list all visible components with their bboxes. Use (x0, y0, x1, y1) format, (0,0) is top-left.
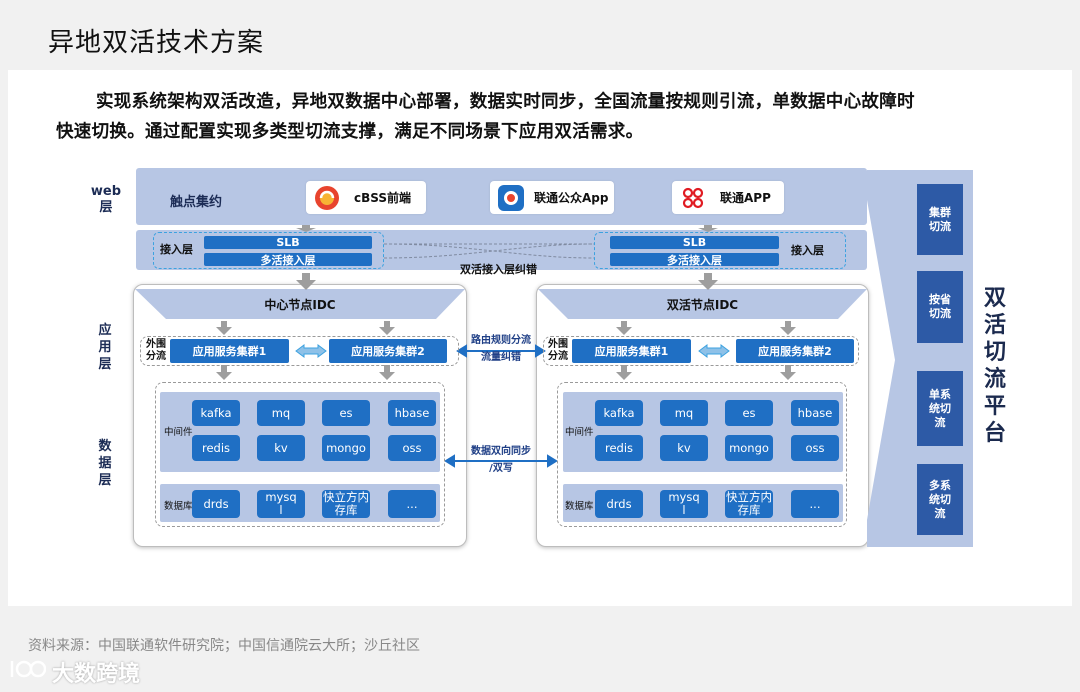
channel-public-app-label: 联通公众App (534, 191, 609, 205)
middleware-right-2[interactable]: es (725, 400, 773, 426)
sync-label: 数据双向同步/双写 (471, 446, 531, 474)
cluster2-left[interactable]: 应用服务集群2 (329, 339, 447, 363)
middleware-right-5[interactable]: kv (660, 435, 708, 461)
multi-access-left[interactable]: 多活接入层 (204, 253, 372, 267)
middleware-left-4[interactable]: redis (192, 435, 240, 461)
routing-label: 路由规则分流流量纠错 (471, 335, 531, 363)
channel-cbss-label: cBSS前端 (354, 191, 412, 205)
middleware-right-6[interactable]: mongo (725, 435, 773, 461)
data-zone-left (155, 382, 445, 527)
database-right-0[interactable]: drds (595, 490, 643, 518)
brand-name: 大数跨境 (52, 662, 141, 687)
platform-cluster-switch[interactable]: 集群切流 (917, 184, 963, 255)
channel-cbss[interactable]: cBSS前端 (306, 181, 426, 214)
brand-watermark: 大数跨境 (8, 656, 140, 688)
database-left-0[interactable]: drds (192, 490, 240, 518)
intro-line-1: 实现系统架构双活改造，异地双数据中心部署，数据实时同步，全国流量按规则引流，单数… (96, 92, 915, 112)
access-left-label: 接入层 (160, 243, 193, 256)
cluster1-right[interactable]: 应用服务集群1 (572, 339, 691, 363)
external-row-left (140, 336, 459, 366)
channel-public-app[interactable]: 联通公众App (490, 181, 614, 214)
middleware-left-label: 中间件 (164, 427, 193, 438)
idc-center-header (135, 289, 465, 319)
platform-single-system-switch[interactable]: 单系统切流 (917, 371, 963, 446)
touchpoint-label: 触点集约 (170, 195, 223, 210)
middleware-left-0[interactable]: kafka (192, 400, 240, 426)
database-left-label: 数据库 (164, 501, 193, 512)
external-right-label: 外围分流 (548, 339, 568, 362)
idc-backup-title: 双活节点IDC (666, 298, 739, 312)
database-right-label: 数据库 (565, 501, 594, 512)
middleware-right-3[interactable]: hbase (791, 400, 839, 426)
page-title: 异地双活技术方案 (48, 28, 265, 58)
down-arrows (216, 225, 796, 380)
middleware-right-7[interactable]: oss (791, 435, 839, 461)
platform-province-switch[interactable]: 按省切流 (917, 271, 963, 343)
external-left-label: 外围分流 (146, 339, 166, 362)
access-left-group (153, 232, 384, 269)
platform-connector (867, 170, 907, 547)
cluster2-right[interactable]: 应用服务集群2 (736, 339, 854, 363)
cross-idc-arrows (444, 344, 558, 468)
access-correction-label: 双活接入层纠错 (460, 263, 537, 276)
idc-center-title: 中心节点IDC (264, 298, 336, 312)
middleware-left-7[interactable]: oss (388, 435, 436, 461)
channel-unicom-app[interactable]: 联通APP (672, 181, 784, 214)
platform-multi-system-switch[interactable]: 多系统切流 (917, 464, 963, 535)
platform-title: 双活切流平台 (983, 286, 1006, 446)
middleware-left-1[interactable]: mq (257, 400, 305, 426)
database-right-2[interactable]: 快立方内存库 (725, 490, 773, 518)
database-left-2[interactable]: 快立方内存库 (322, 490, 370, 518)
access-right-group (594, 232, 846, 269)
layer-label-data: 数据层 (98, 439, 112, 488)
intro-line-2: 快速切换。通过配置实现多类型切流支撑，满足不同场景下应用双活需求。 (56, 122, 644, 142)
middleware-left-2[interactable]: es (322, 400, 370, 426)
access-cross-links (383, 243, 595, 259)
brand-logo-icon (8, 657, 47, 687)
source-note: 资料来源：中国联通软件研究院；中国信通院云大所；沙丘社区 (28, 638, 420, 654)
data-zone-right (557, 382, 847, 527)
middleware-right-1[interactable]: mq (660, 400, 708, 426)
layer-label-app: 应用层 (98, 323, 112, 372)
database-left-3[interactable]: ... (388, 490, 436, 518)
cluster1-left[interactable]: 应用服务集群1 (170, 339, 289, 363)
channel-unicom-app-label: 联通APP (720, 191, 771, 205)
middleware-left-3[interactable]: hbase (388, 400, 436, 426)
idc-backup-header (538, 289, 867, 319)
app-logo-icon (496, 183, 526, 213)
middleware-right-label: 中间件 (565, 427, 594, 438)
middleware-right-4[interactable]: redis (595, 435, 643, 461)
cbss-logo-icon (312, 183, 342, 213)
middleware-left-6[interactable]: mongo (322, 435, 370, 461)
database-right-3[interactable]: ... (791, 490, 839, 518)
access-right-label: 接入层 (791, 244, 824, 257)
middleware-left-5[interactable]: kv (257, 435, 305, 461)
cluster-double-arrows (295, 344, 730, 358)
slb-left[interactable]: SLB (204, 236, 372, 249)
china-unicom-logo-icon (678, 183, 708, 213)
middleware-right-0[interactable]: kafka (595, 400, 643, 426)
multi-access-right[interactable]: 多活接入层 (610, 253, 779, 267)
external-row-right (543, 336, 859, 366)
slb-right[interactable]: SLB (610, 236, 779, 249)
